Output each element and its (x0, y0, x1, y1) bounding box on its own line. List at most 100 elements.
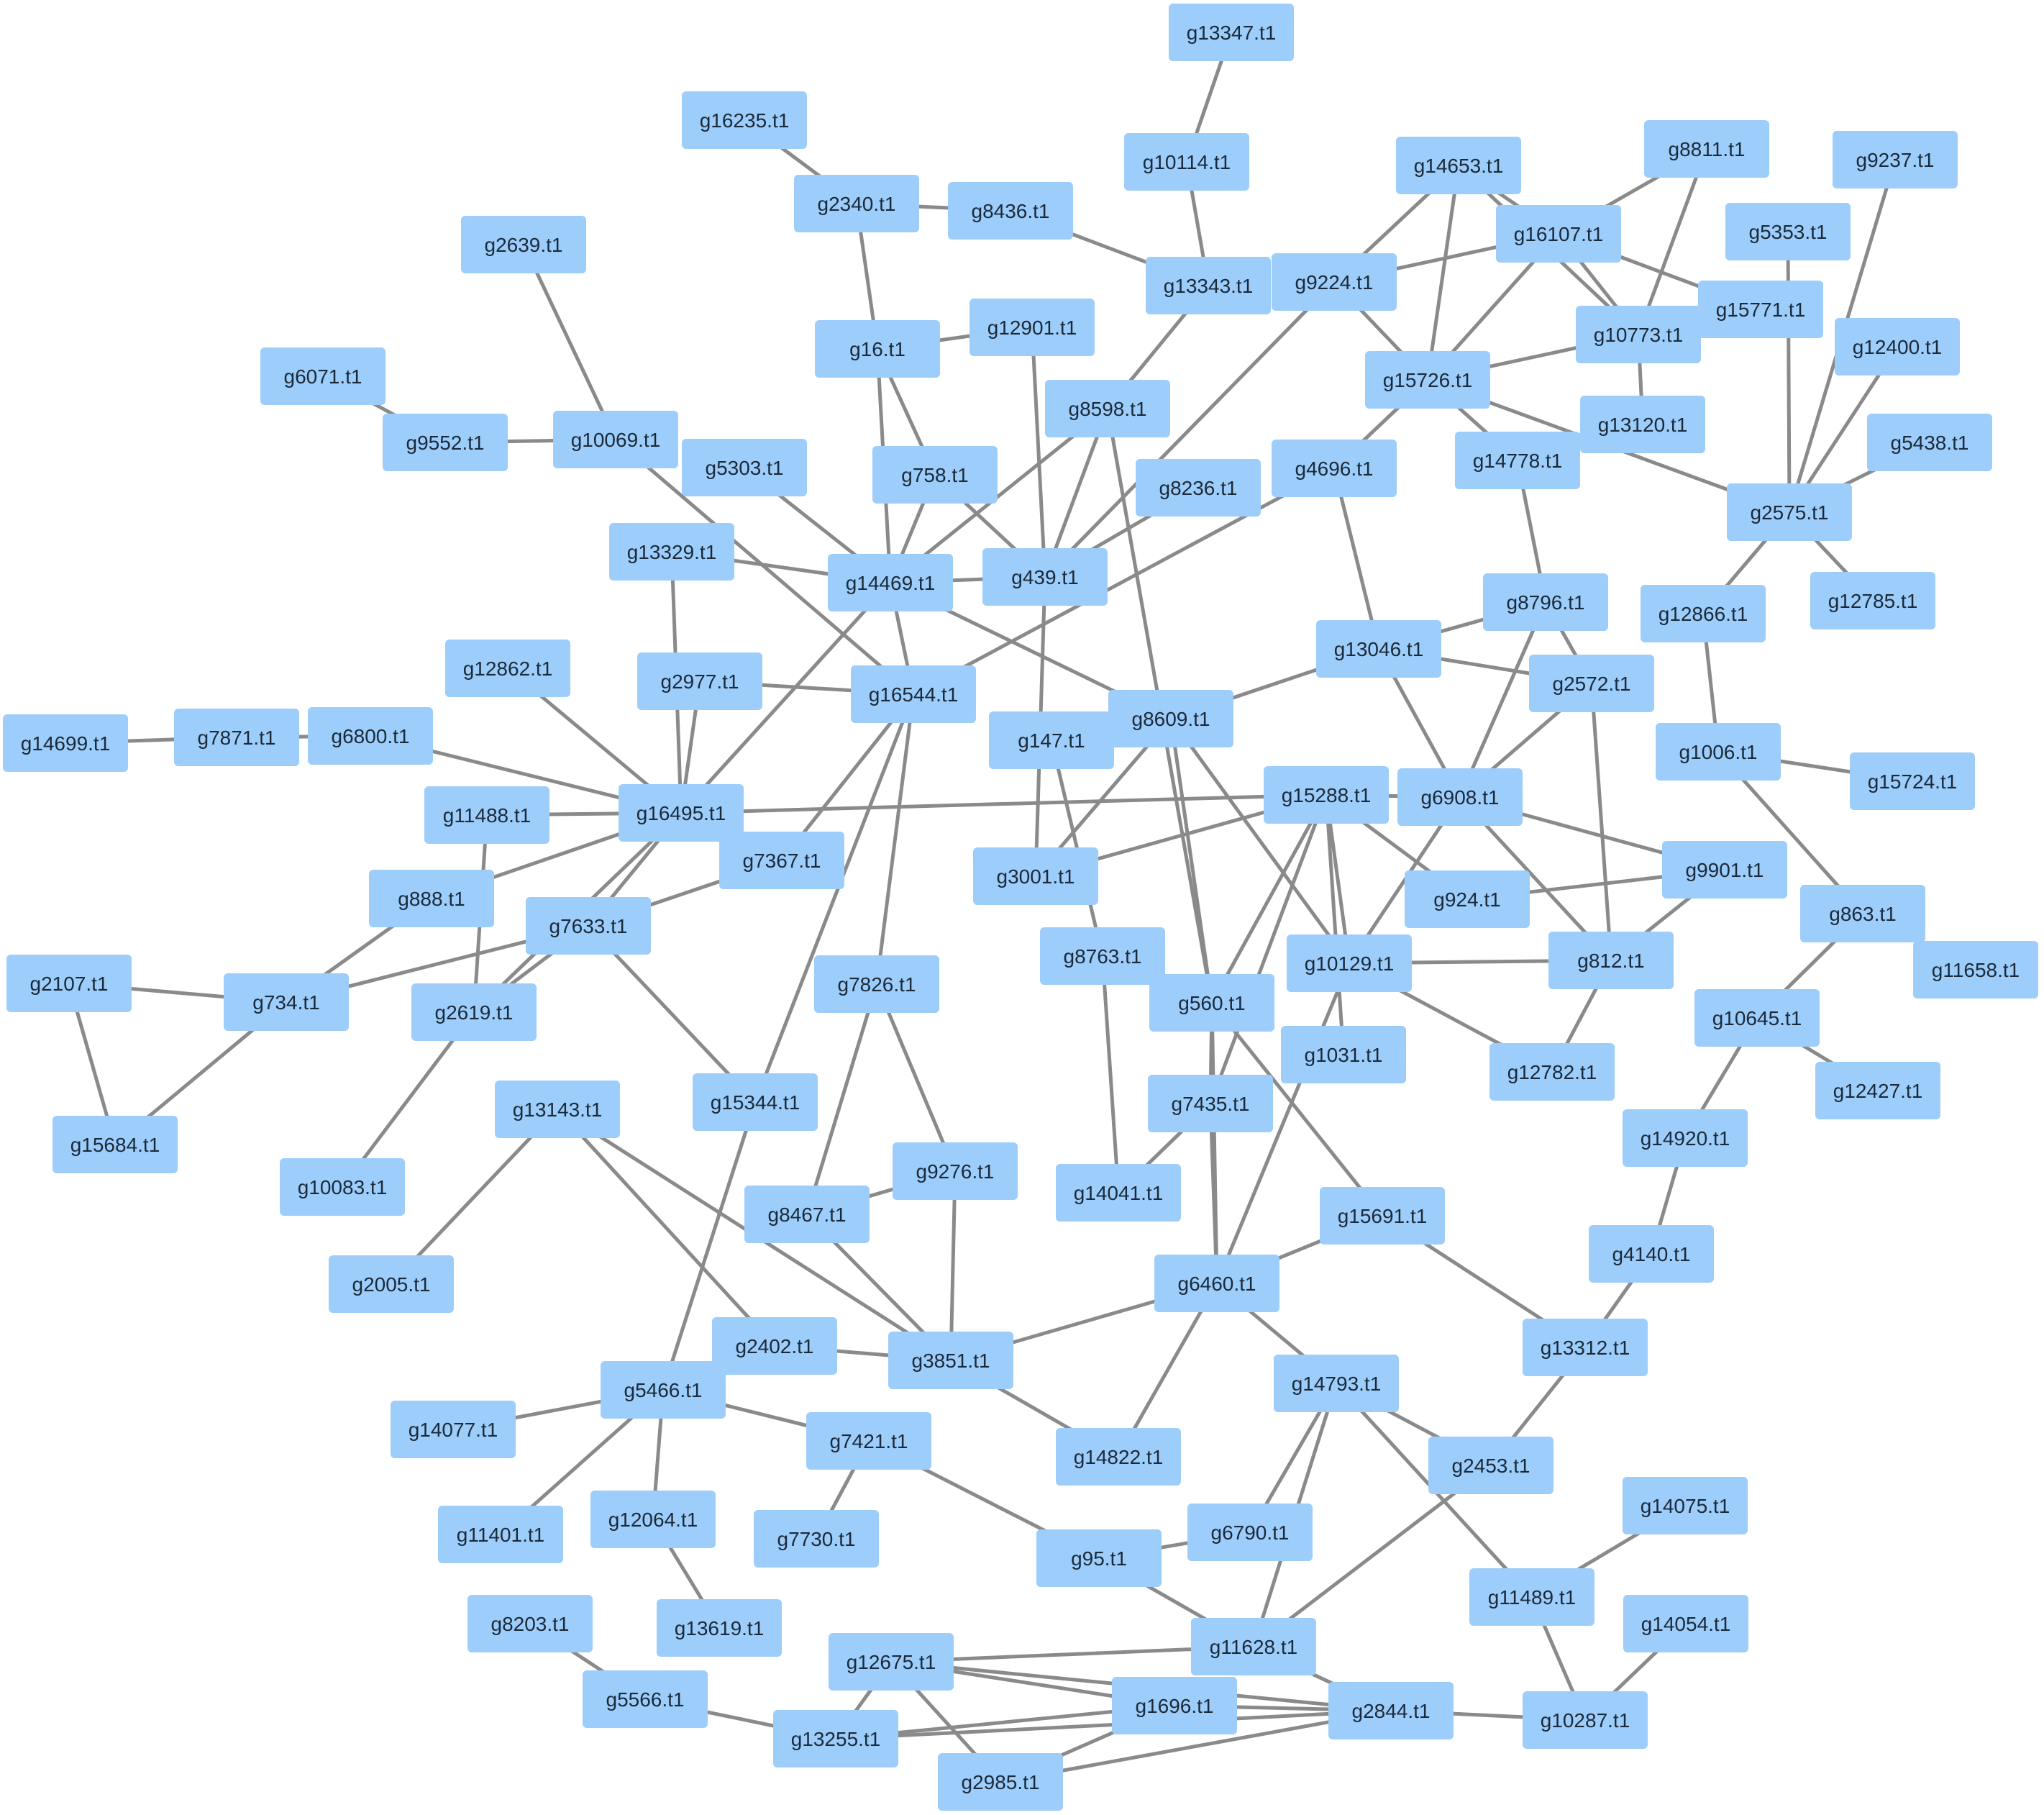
node-g11488.t1[interactable]: g11488.t1 (424, 786, 549, 844)
node-g7730.t1[interactable]: g7730.t1 (754, 1510, 879, 1568)
node-box[interactable] (601, 1361, 726, 1419)
node-box[interactable] (1154, 1255, 1279, 1312)
node-box[interactable] (461, 216, 586, 273)
node-box[interactable] (553, 411, 678, 468)
node-box[interactable] (280, 1158, 405, 1216)
node-g2985.t1[interactable]: g2985.t1 (938, 1753, 1063, 1811)
node-box[interactable] (973, 847, 1098, 905)
node-g3001.t1[interactable]: g3001.t1 (973, 847, 1098, 905)
node-g863.t1[interactable]: g863.t1 (1800, 885, 1925, 942)
node-box[interactable] (682, 439, 807, 496)
node-g14041.t1[interactable]: g14041.t1 (1056, 1164, 1181, 1222)
node-g8598.t1[interactable]: g8598.t1 (1045, 380, 1170, 437)
node-box[interactable] (1523, 1691, 1648, 1749)
node-g5303.t1[interactable]: g5303.t1 (682, 439, 807, 496)
node-box[interactable] (1641, 585, 1766, 642)
node-g16544.t1[interactable]: g16544.t1 (851, 665, 976, 723)
node-g4140.t1[interactable]: g4140.t1 (1589, 1225, 1714, 1283)
node-g14054.t1[interactable]: g14054.t1 (1623, 1595, 1748, 1652)
node-g8236.t1[interactable]: g8236.t1 (1136, 459, 1261, 517)
node-box[interactable] (1489, 1043, 1615, 1101)
node-box[interactable] (3, 714, 128, 772)
node-box[interactable] (682, 91, 807, 149)
node-g10773.t1[interactable]: g10773.t1 (1576, 306, 1701, 363)
node-g15288.t1[interactable]: g15288.t1 (1264, 766, 1389, 824)
node-g7421.t1[interactable]: g7421.t1 (806, 1412, 931, 1470)
node-g5566.t1[interactable]: g5566.t1 (583, 1670, 708, 1728)
node-box[interactable] (1644, 120, 1769, 178)
node-g888.t1[interactable]: g888.t1 (369, 870, 494, 927)
node-box[interactable] (1496, 205, 1621, 263)
node-g7826.t1[interactable]: g7826.t1 (814, 955, 939, 1013)
node-box[interactable] (1056, 1428, 1181, 1486)
node-box[interactable] (754, 1510, 879, 1568)
node-box[interactable] (445, 640, 570, 697)
node-box[interactable] (657, 1599, 782, 1657)
node-box[interactable] (1272, 253, 1397, 311)
node-box[interactable] (383, 414, 508, 471)
node-g12901.t1[interactable]: g12901.t1 (969, 299, 1095, 356)
node-box[interactable] (893, 1142, 1018, 1200)
node-box[interactable] (1483, 573, 1608, 631)
node-box[interactable] (1320, 1187, 1445, 1245)
node-box[interactable] (1146, 257, 1271, 314)
node-g2575.t1[interactable]: g2575.t1 (1727, 483, 1852, 541)
node-box[interactable] (1580, 396, 1705, 453)
node-box[interactable] (1469, 1568, 1594, 1626)
node-g2340.t1[interactable]: g2340.t1 (794, 175, 919, 232)
node-g8811.t1[interactable]: g8811.t1 (1644, 120, 1769, 178)
node-g14653.t1[interactable]: g14653.t1 (1396, 137, 1521, 194)
node-box[interactable] (719, 832, 844, 889)
node-g8763.t1[interactable]: g8763.t1 (1040, 927, 1165, 985)
node-box[interactable] (260, 347, 385, 405)
node-g5438.t1[interactable]: g5438.t1 (1867, 414, 1992, 471)
node-g13143.t1[interactable]: g13143.t1 (495, 1081, 620, 1138)
node-g2619.t1[interactable]: g2619.t1 (411, 983, 537, 1041)
node-g2639.t1[interactable]: g2639.t1 (461, 216, 586, 273)
node-box[interactable] (744, 1186, 870, 1243)
node-box[interactable] (391, 1401, 516, 1458)
node-g14778.t1[interactable]: g14778.t1 (1455, 432, 1580, 489)
node-box[interactable] (1272, 440, 1397, 497)
node-box[interactable] (609, 523, 734, 581)
node-box[interactable] (1148, 1075, 1273, 1132)
node-box[interactable] (369, 870, 494, 927)
node-g12782.t1[interactable]: g12782.t1 (1489, 1043, 1615, 1101)
node-g8467.t1[interactable]: g8467.t1 (744, 1186, 870, 1243)
node-g9237.t1[interactable]: g9237.t1 (1833, 131, 1958, 188)
node-g14793.t1[interactable]: g14793.t1 (1274, 1355, 1399, 1412)
node-g15344.t1[interactable]: g15344.t1 (693, 1073, 818, 1131)
node-g16495.t1[interactable]: g16495.t1 (619, 784, 744, 842)
node-g10287.t1[interactable]: g10287.t1 (1523, 1691, 1648, 1749)
node-g13347.t1[interactable]: g13347.t1 (1169, 4, 1294, 61)
node-box[interactable] (1281, 1026, 1406, 1083)
node-box[interactable] (1576, 306, 1701, 363)
node-box[interactable] (1623, 1477, 1748, 1534)
node-g10114.t1[interactable]: g10114.t1 (1124, 133, 1249, 191)
node-box[interactable] (1662, 841, 1787, 899)
node-box[interactable] (637, 652, 762, 710)
node-box[interactable] (411, 983, 537, 1041)
node-box[interactable] (1698, 281, 1823, 338)
node-box[interactable] (1169, 4, 1294, 61)
node-g12427.t1[interactable]: g12427.t1 (1815, 1062, 1940, 1119)
node-box[interactable] (1810, 572, 1935, 629)
node-g8203.t1[interactable]: g8203.t1 (467, 1595, 593, 1652)
node-g15724.t1[interactable]: g15724.t1 (1850, 752, 1975, 810)
node-box[interactable] (1833, 131, 1958, 188)
node-box[interactable] (1523, 1319, 1648, 1376)
node-g1031.t1[interactable]: g1031.t1 (1281, 1026, 1406, 1083)
node-g13046.t1[interactable]: g13046.t1 (1316, 620, 1441, 678)
node-box[interactable] (1529, 655, 1654, 712)
node-box[interactable] (773, 1710, 898, 1768)
node-g734.t1[interactable]: g734.t1 (224, 973, 349, 1031)
node-box[interactable] (1396, 137, 1521, 194)
node-g14699.t1[interactable]: g14699.t1 (3, 714, 128, 772)
node-g2005.t1[interactable]: g2005.t1 (329, 1255, 454, 1313)
node-g7435.t1[interactable]: g7435.t1 (1148, 1075, 1273, 1132)
node-box[interactable] (1264, 766, 1389, 824)
node-g2402.t1[interactable]: g2402.t1 (712, 1317, 837, 1375)
node-box[interactable] (1656, 723, 1781, 781)
node-box[interactable] (1548, 932, 1674, 989)
node-g12064.t1[interactable]: g12064.t1 (590, 1491, 716, 1548)
